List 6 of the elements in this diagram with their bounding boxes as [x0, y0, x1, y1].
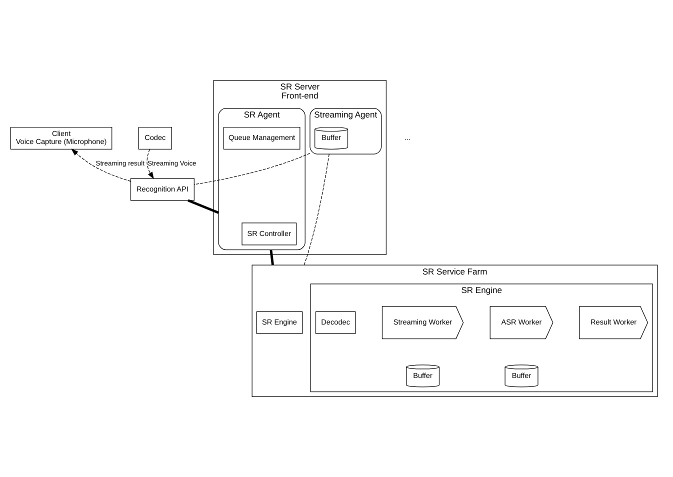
connector	[304, 154, 330, 266]
connector	[188, 199, 219, 214]
connector	[194, 152, 310, 185]
connector	[270, 250, 274, 266]
arrow	[146, 148, 154, 180]
arrow	[71, 148, 131, 182]
